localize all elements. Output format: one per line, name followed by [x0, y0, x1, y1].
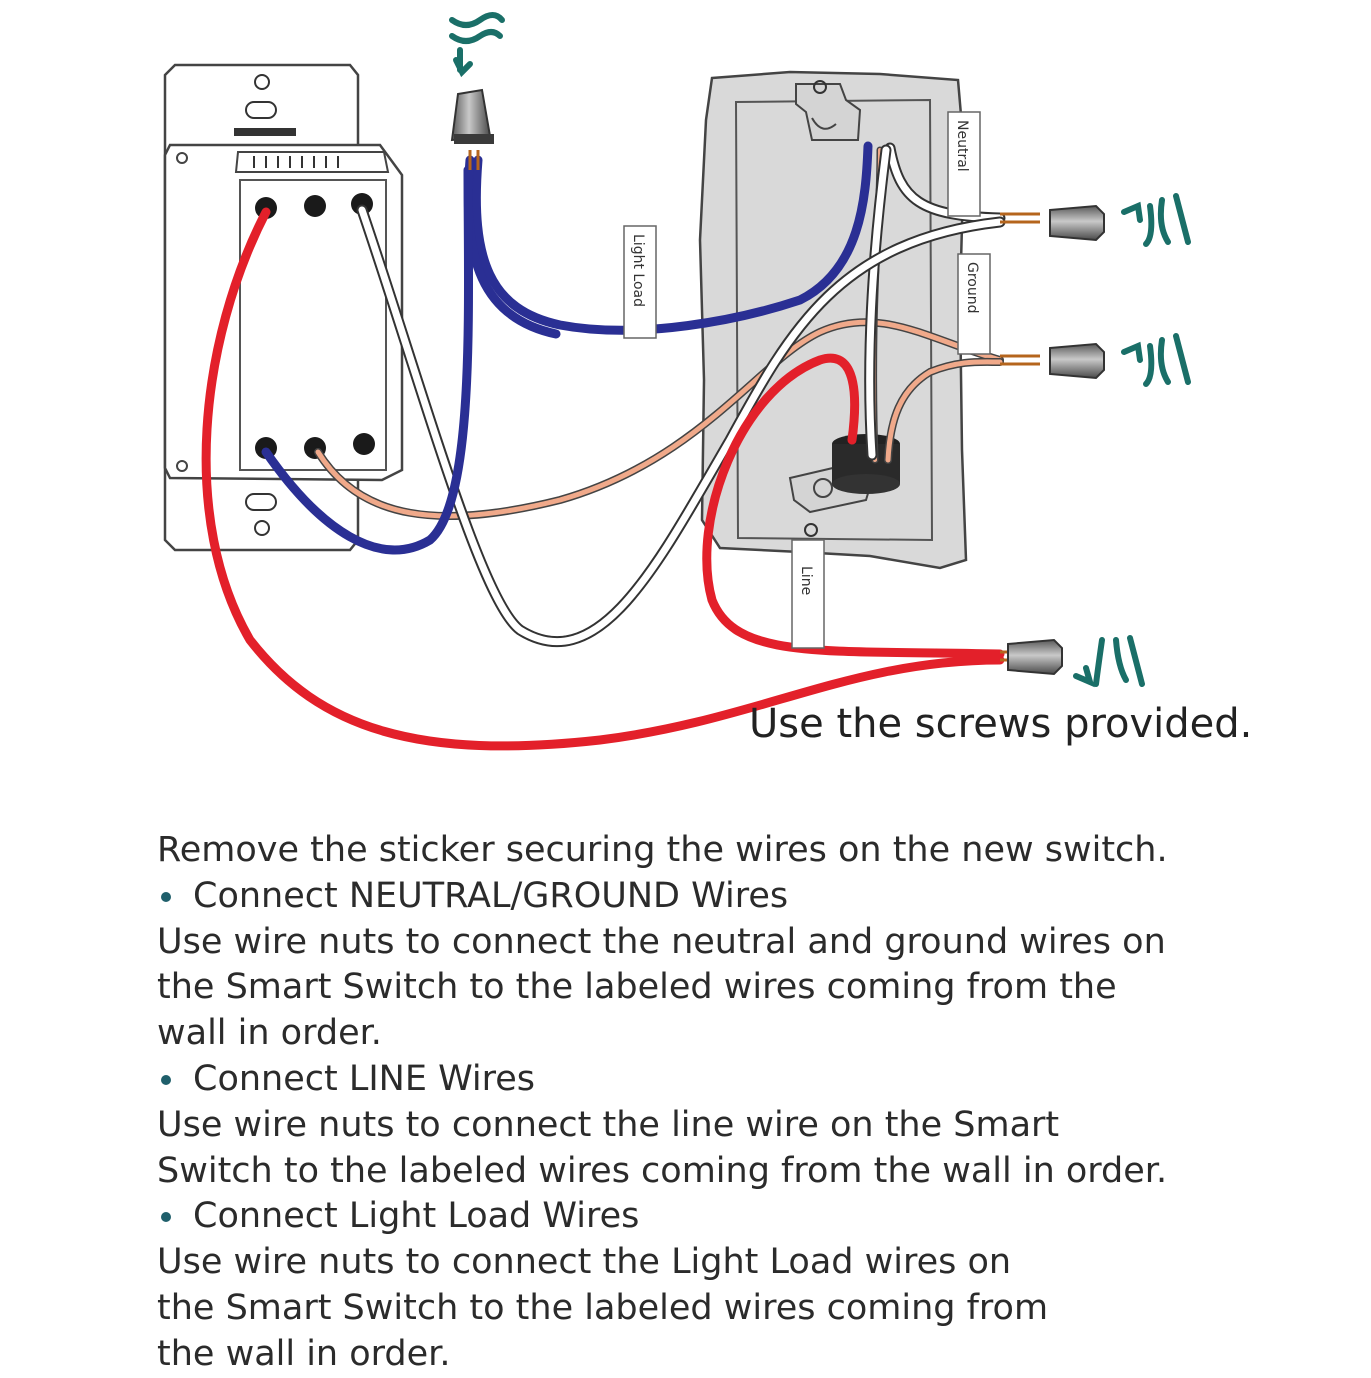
wire-nut-neutral — [1049, 204, 1105, 242]
step-heading-light-load: Connect Light Load Wires — [157, 1194, 1347, 1240]
label-ground: Ground — [964, 262, 980, 314]
label-line: Line — [798, 566, 814, 595]
tag-line: Line — [791, 539, 825, 649]
tag-light-load: Light Load — [623, 225, 657, 339]
line-wire-switch — [201, 207, 1005, 751]
intro-text: Remove the sticker securing the wires on… — [157, 830, 1168, 870]
label-neutral: Neutral — [954, 120, 970, 172]
wire-nut-ground — [1049, 342, 1105, 380]
twist-arrow-icon — [449, 12, 505, 78]
step-text: Use wire nuts to connect the neutral and… — [157, 921, 1166, 962]
step-heading-line: Connect LINE Wires — [157, 1057, 1347, 1103]
step-text: wall in order. — [157, 1013, 382, 1054]
bullet-icon — [161, 891, 171, 902]
twist-arrow-icon-line — [1073, 635, 1145, 688]
tag-ground: Ground — [957, 253, 991, 355]
twist-arrow-icon-ground — [1121, 333, 1191, 387]
tag-neutral: Neutral — [947, 111, 981, 217]
bullet-icon — [161, 1074, 171, 1085]
wire-nut-top — [450, 88, 494, 144]
light-load-wire-switch — [261, 165, 474, 555]
screws-caption: Use the screws provided. — [749, 701, 1253, 747]
step-text: Use wire nuts to connect the line wire o… — [157, 1104, 1060, 1145]
twist-arrow-icon-neutral — [1121, 193, 1191, 247]
step-text: Use wire nuts to connect the Light Load … — [157, 1242, 1012, 1283]
wire-nut-line — [1007, 638, 1063, 676]
step-text: Switch to the labeled wires coming from … — [157, 1150, 1168, 1191]
bullet-icon — [161, 1212, 171, 1223]
smart-switch — [163, 63, 404, 552]
step-text: the wall in order. — [157, 1333, 451, 1374]
step-heading-neutral-ground: Connect NEUTRAL/GROUND Wires — [157, 874, 1347, 920]
step-text: the Smart Switch to the labeled wires co… — [157, 1287, 1049, 1328]
wall-junction-box — [698, 70, 968, 570]
light-load-wire-wall — [471, 141, 873, 335]
step-text: the Smart Switch to the labeled wires co… — [157, 967, 1117, 1008]
label-light-load: Light Load — [630, 234, 646, 307]
wiring-diagram: Neutral Ground Light Load Line — [163, 12, 1191, 751]
wires — [201, 141, 1006, 751]
instructions: Remove the sticker securing the wires on… — [157, 828, 1347, 1378]
line-wire-wall — [702, 353, 1005, 659]
